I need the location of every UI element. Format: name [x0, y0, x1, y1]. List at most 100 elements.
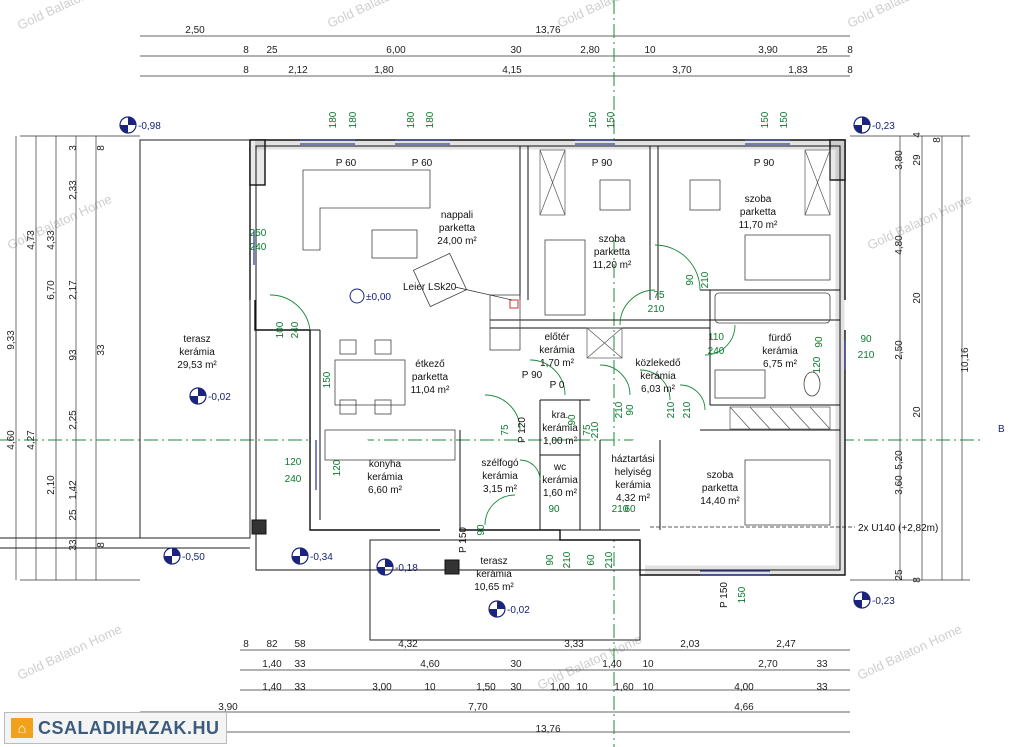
- dimension-label: 3,00: [372, 682, 392, 693]
- dimension-label: 2,47: [776, 639, 796, 650]
- dimension-label: 93: [68, 349, 79, 361]
- level-value: -0,02: [507, 605, 530, 616]
- dimension-label: 2,50: [894, 340, 905, 360]
- opening-label: 210: [562, 551, 573, 568]
- dimension-label: 8: [96, 145, 107, 151]
- dimension-label: 8: [243, 65, 249, 76]
- opening-label: 240: [708, 346, 725, 357]
- logo-text: CSALADIHAZAK.HU: [38, 717, 220, 738]
- dimension-label: 8: [243, 639, 249, 650]
- chimney-label: Leier LSk20: [403, 282, 457, 293]
- left-dimensions: 9,334,604,734,274,336,702,1032,332,17932…: [6, 145, 107, 551]
- dimension-label: 58: [294, 639, 306, 650]
- opening-label: P 60: [336, 158, 357, 169]
- dimension-label: 2,50: [185, 25, 205, 36]
- dimension-label: 29: [912, 154, 923, 166]
- opening-label: 210: [700, 271, 711, 288]
- windows: [253, 139, 846, 576]
- level-target-fill: [489, 601, 505, 617]
- dimension-label: 4: [912, 132, 923, 138]
- opening-label: 150: [779, 111, 790, 128]
- watermark: Gold Balaton Home: [5, 191, 114, 253]
- opening-label: 180: [406, 111, 417, 128]
- dimension-label: 33: [816, 682, 828, 693]
- dimension-label: 1,40: [602, 659, 622, 670]
- dimension-label: 4,73: [26, 230, 37, 250]
- dimension-label: 2,10: [46, 475, 57, 495]
- dimension-label: 8: [96, 542, 107, 548]
- opening-label: 150: [737, 586, 748, 603]
- dimension-label: 5,20: [894, 450, 905, 470]
- dimension-label: 30: [510, 45, 522, 56]
- opening-label: 90: [860, 334, 872, 345]
- dimension-label: 8: [932, 137, 943, 143]
- dimension-label: 25: [894, 569, 905, 581]
- dimension-label: 6,00: [386, 45, 406, 56]
- opening-label: P 0: [550, 380, 565, 391]
- opening-label: 210: [858, 350, 875, 361]
- dimension-label: 3,70: [672, 65, 692, 76]
- level-marker: -0,23: [853, 591, 895, 609]
- dimension-label: 4,33: [46, 230, 57, 250]
- dimension-label: 33: [96, 344, 107, 356]
- level-marker: -0,98: [119, 116, 161, 134]
- opening-label: 180: [425, 111, 436, 128]
- house-icon: ⌂: [11, 718, 33, 738]
- opening-label: 75: [653, 290, 665, 301]
- dimension-label: 10: [644, 45, 656, 56]
- opening-label: 210: [614, 401, 625, 418]
- opening-label: 90: [625, 404, 636, 416]
- opening-label: 250: [250, 228, 267, 239]
- opening-label: 90: [685, 274, 696, 286]
- dimension-label: 3,60: [894, 475, 905, 495]
- opening-label: 100: [275, 321, 286, 338]
- opening-label: 150: [760, 111, 771, 128]
- dimension-label: 8: [847, 65, 853, 76]
- opening-label: 90: [548, 504, 560, 515]
- dimension-label: 20: [912, 406, 923, 418]
- site-logo[interactable]: ⌂ CSALADIHAZAK.HU: [4, 712, 227, 744]
- dimension-label: 9,33: [6, 330, 17, 350]
- level-marker: -0,18: [376, 558, 418, 576]
- dimension-label: 4,60: [6, 430, 17, 450]
- dimension-label: 25: [68, 509, 79, 521]
- opening-label: 110: [708, 332, 724, 343]
- dimension-label: 1,00: [550, 682, 570, 693]
- dimension-label: 3,90: [218, 702, 238, 713]
- watermark: Gold Balaton Home: [15, 621, 124, 683]
- dimension-label: 10: [642, 659, 654, 670]
- level-target-fill: [164, 548, 180, 564]
- dimension-label: 1,42: [68, 480, 79, 500]
- dimension-label: 30: [510, 659, 522, 670]
- opening-label: 60: [624, 504, 636, 515]
- level-marker: -0,50: [163, 547, 205, 565]
- dimension-label: 25: [816, 45, 828, 56]
- dimension-label: 13,76: [535, 25, 560, 36]
- level-value: -0,50: [182, 552, 205, 563]
- opening-label: 240: [290, 321, 301, 338]
- axis-label-b: B: [998, 424, 1005, 435]
- level-zero-icon: [349, 288, 365, 304]
- opening-label: 210: [612, 504, 629, 515]
- watermark: Gold Balaton Home: [325, 0, 434, 31]
- level-marker: -0,34: [291, 547, 333, 565]
- level-target-fill: [854, 117, 870, 133]
- opening-label: P 150: [719, 582, 730, 608]
- dimension-label: 30: [510, 682, 522, 693]
- opening-label: 180: [348, 111, 359, 128]
- dimension-label: 4,15: [502, 65, 522, 76]
